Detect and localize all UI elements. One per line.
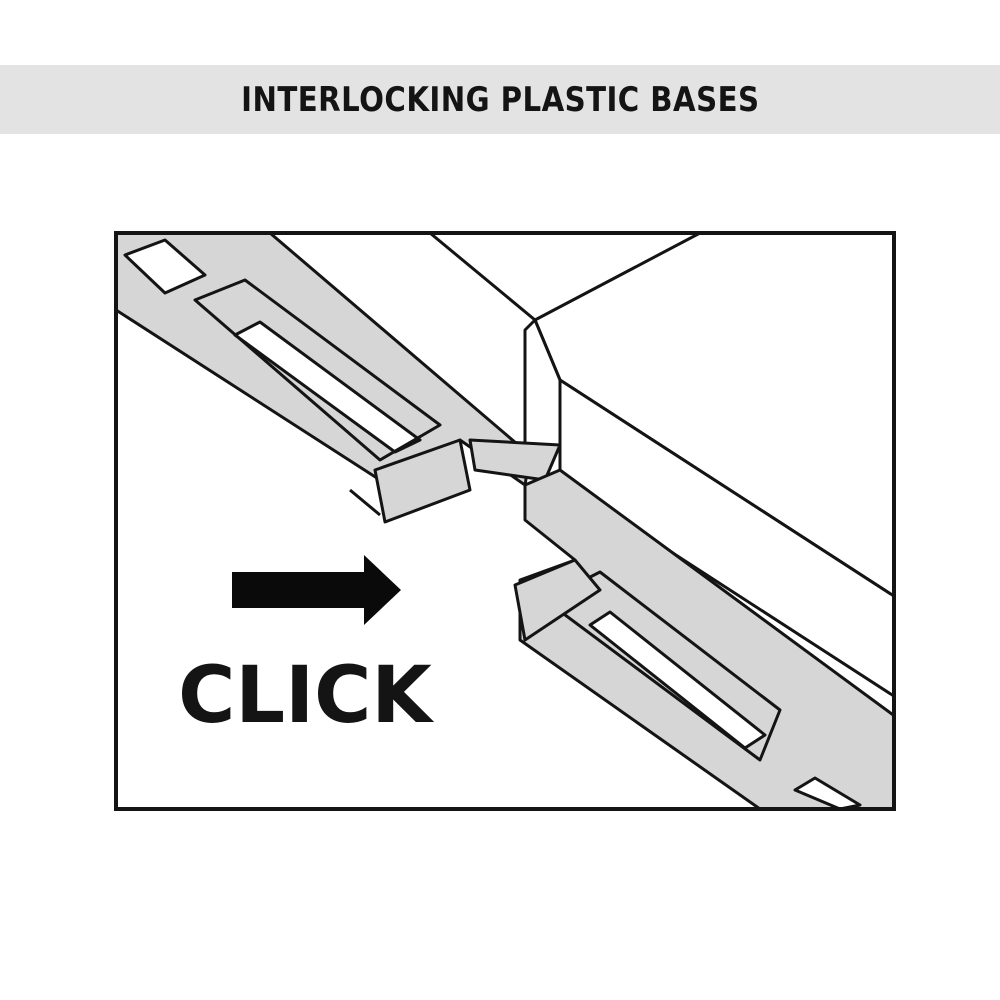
right-rail-slot [588,610,767,750]
right-rail-slot-small [793,776,862,809]
arrow-right-icon [232,555,401,625]
joint-strip [468,438,562,482]
left-rail-slot [233,320,422,454]
right-rail [518,468,894,809]
click-label: CLICK [178,651,434,741]
left-rail-slot-small [123,238,207,295]
left-click-tab [373,438,472,524]
diagram-frame [114,231,896,811]
page-title: INTERLOCKING PLASTIC BASES [240,79,760,120]
title-band: INTERLOCKING PLASTIC BASES [0,65,1000,134]
left-rail-pocket [193,278,442,462]
right-click-tab [513,558,602,642]
